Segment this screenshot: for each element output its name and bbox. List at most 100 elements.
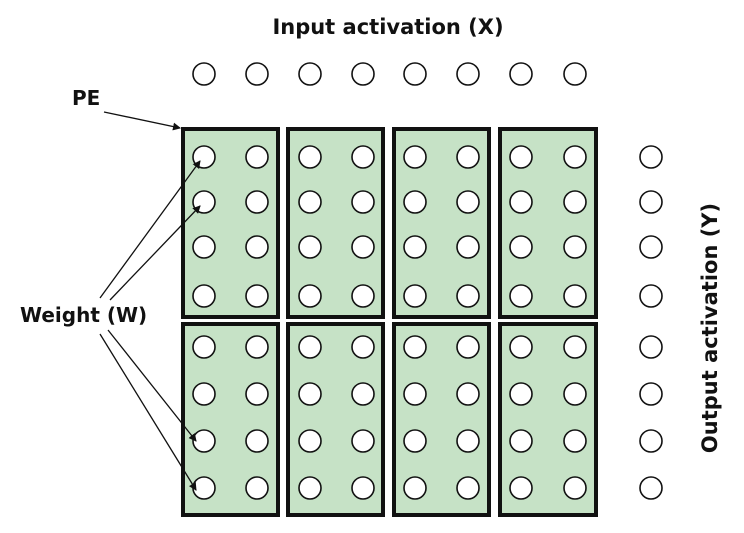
processing-element — [286, 127, 385, 319]
weight-node — [245, 190, 269, 214]
annotation-arrows — [99, 111, 201, 491]
weight-node — [298, 476, 322, 500]
weight-node — [509, 284, 533, 308]
weight-label: Weight (W) — [20, 303, 147, 327]
weight-node — [509, 145, 533, 169]
weight-arrow-1 — [99, 160, 201, 299]
weight-node — [403, 284, 427, 308]
weight-node — [563, 335, 587, 359]
processing-element — [498, 322, 598, 517]
weight-arrow-4 — [99, 333, 197, 491]
weight-arrow-2 — [109, 205, 201, 301]
weight-node — [298, 335, 322, 359]
weight-node — [245, 335, 269, 359]
weight-node — [509, 235, 533, 259]
weight-node — [563, 284, 587, 308]
weight-node — [456, 335, 480, 359]
weight-node — [456, 284, 480, 308]
output-node — [639, 429, 663, 453]
output-activation-label: Output activation (Y) — [698, 203, 722, 453]
weight-node — [351, 284, 375, 308]
weight-node — [456, 190, 480, 214]
input-activation-label: Input activation (X) — [272, 15, 503, 39]
weight-arrow-3 — [107, 329, 197, 442]
weight-node — [192, 429, 216, 453]
pe-arrow — [103, 111, 181, 131]
weight-node — [563, 429, 587, 453]
weight-node — [245, 145, 269, 169]
input-node — [403, 62, 427, 86]
output-activation-nodes — [639, 145, 663, 500]
weight-node — [298, 284, 322, 308]
output-node — [639, 335, 663, 359]
input-node — [509, 62, 533, 86]
weight-node — [192, 335, 216, 359]
weight-node — [192, 235, 216, 259]
weight-node — [245, 382, 269, 406]
weight-node — [298, 382, 322, 406]
weight-node — [192, 284, 216, 308]
output-node — [639, 476, 663, 500]
weight-node — [298, 145, 322, 169]
weight-node — [509, 335, 533, 359]
weight-node — [509, 429, 533, 453]
weight-node — [509, 190, 533, 214]
weight-node — [245, 235, 269, 259]
weight-node — [563, 190, 587, 214]
weight-node — [403, 335, 427, 359]
weight-node — [192, 145, 216, 169]
weight-node — [563, 382, 587, 406]
input-activation-nodes — [192, 62, 587, 86]
weight-node — [456, 476, 480, 500]
weight-node — [456, 145, 480, 169]
processing-element — [181, 127, 280, 319]
weight-node — [192, 382, 216, 406]
input-node — [351, 62, 375, 86]
weight-node — [456, 382, 480, 406]
weight-node — [403, 382, 427, 406]
weight-node — [403, 476, 427, 500]
processing-element — [392, 127, 491, 319]
weight-node — [456, 235, 480, 259]
pe-grid — [181, 127, 598, 517]
weight-node — [351, 145, 375, 169]
input-node — [245, 62, 269, 86]
processing-element — [392, 322, 491, 517]
weight-node — [245, 476, 269, 500]
output-node — [639, 145, 663, 169]
pe-label: PE — [72, 86, 100, 110]
processing-element — [498, 127, 598, 319]
input-node — [456, 62, 480, 86]
weight-node — [351, 382, 375, 406]
weight-node — [351, 476, 375, 500]
weight-node — [563, 145, 587, 169]
input-node — [192, 62, 216, 86]
weight-node — [245, 284, 269, 308]
weight-node — [298, 235, 322, 259]
weight-node — [403, 145, 427, 169]
weight-node — [563, 235, 587, 259]
weight-node — [403, 429, 427, 453]
output-node — [639, 284, 663, 308]
weight-node — [509, 382, 533, 406]
input-node — [298, 62, 322, 86]
processing-element — [286, 322, 385, 517]
weight-node — [298, 429, 322, 453]
output-node — [639, 382, 663, 406]
weight-node — [192, 476, 216, 500]
weight-node — [298, 190, 322, 214]
weight-node — [403, 190, 427, 214]
weight-node — [456, 429, 480, 453]
weight-node — [351, 335, 375, 359]
weight-node — [351, 190, 375, 214]
weight-node — [351, 235, 375, 259]
weight-node — [245, 429, 269, 453]
weight-node — [509, 476, 533, 500]
weight-node — [403, 235, 427, 259]
weight-node — [563, 476, 587, 500]
output-node — [639, 190, 663, 214]
processing-element — [181, 322, 280, 517]
input-node — [563, 62, 587, 86]
weight-node — [351, 429, 375, 453]
